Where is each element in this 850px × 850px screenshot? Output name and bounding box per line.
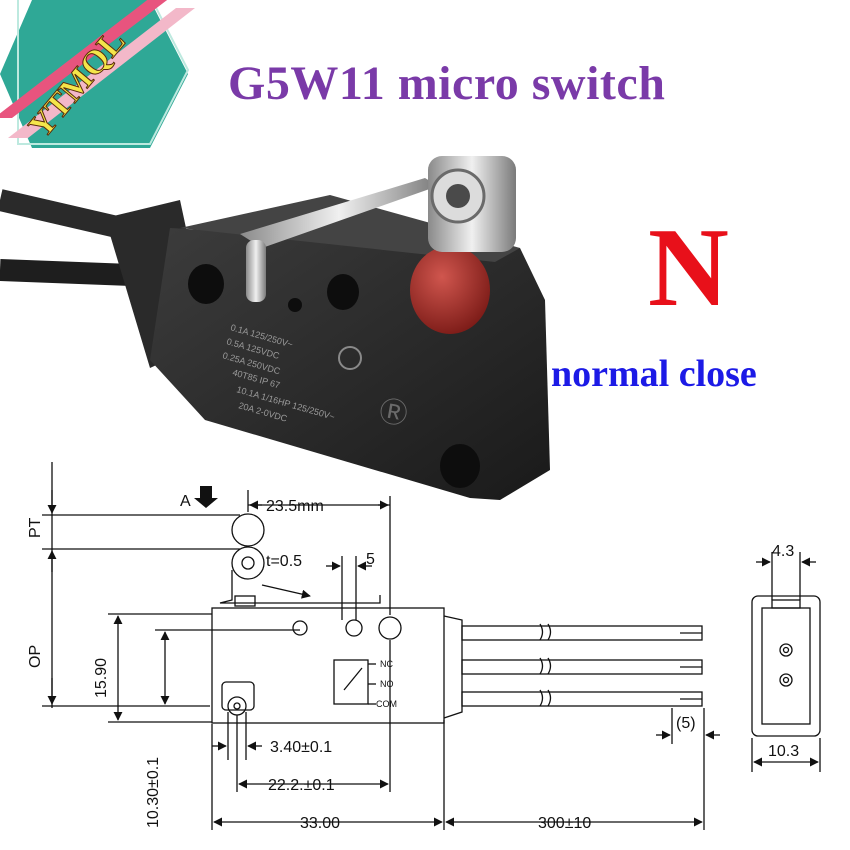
brand-logo: YTMQL xyxy=(0,0,195,148)
dim-body-length: 33.00 xyxy=(300,815,340,832)
dim-hole-offset: 3.40±0.1 xyxy=(270,739,332,756)
lever-spring xyxy=(246,240,266,302)
technical-drawing xyxy=(42,462,821,830)
dim-strip: (5) xyxy=(676,715,696,732)
terminal-nc: NC xyxy=(380,659,393,669)
dim-five: 5 xyxy=(366,551,375,568)
product-title: G5W11 micro switch xyxy=(228,57,666,110)
actuator-arrow-icon xyxy=(194,486,218,508)
dim-hole-height: 10.30±0.1 xyxy=(145,757,162,828)
lever-arm xyxy=(240,178,438,248)
mount-hole-right xyxy=(440,444,480,488)
dim-lever-thickness: t=0.5 xyxy=(266,553,302,570)
dim-op: OP xyxy=(27,645,44,668)
variant-letter: N xyxy=(648,206,729,330)
terminal-com: COM xyxy=(376,699,397,709)
variant-description: normal close xyxy=(551,353,757,395)
actuator-label: A xyxy=(180,493,191,510)
cable-bottom xyxy=(0,259,131,286)
dim-pt: PT xyxy=(27,517,44,538)
dim-height: 15.90 xyxy=(93,658,110,698)
dim-hole-pitch: 22.2.±0.1 xyxy=(268,777,335,794)
logo-band xyxy=(0,0,168,118)
dim-cable-length: 300±10 xyxy=(538,815,591,832)
dim-width-to-lever: 23.5mm xyxy=(266,498,324,515)
mount-hole-left xyxy=(188,264,224,304)
dim-end-top: 4.3 xyxy=(772,543,794,560)
dim-end-width: 10.3 xyxy=(768,743,799,760)
svg-text:Ⓡ: Ⓡ xyxy=(377,395,410,431)
switch-photo: 0.1A 125/250V~ 0.5A 125VDC 0.25A 250VDC … xyxy=(0,156,550,500)
plunger xyxy=(410,246,490,334)
terminal-no: NO xyxy=(380,679,394,689)
